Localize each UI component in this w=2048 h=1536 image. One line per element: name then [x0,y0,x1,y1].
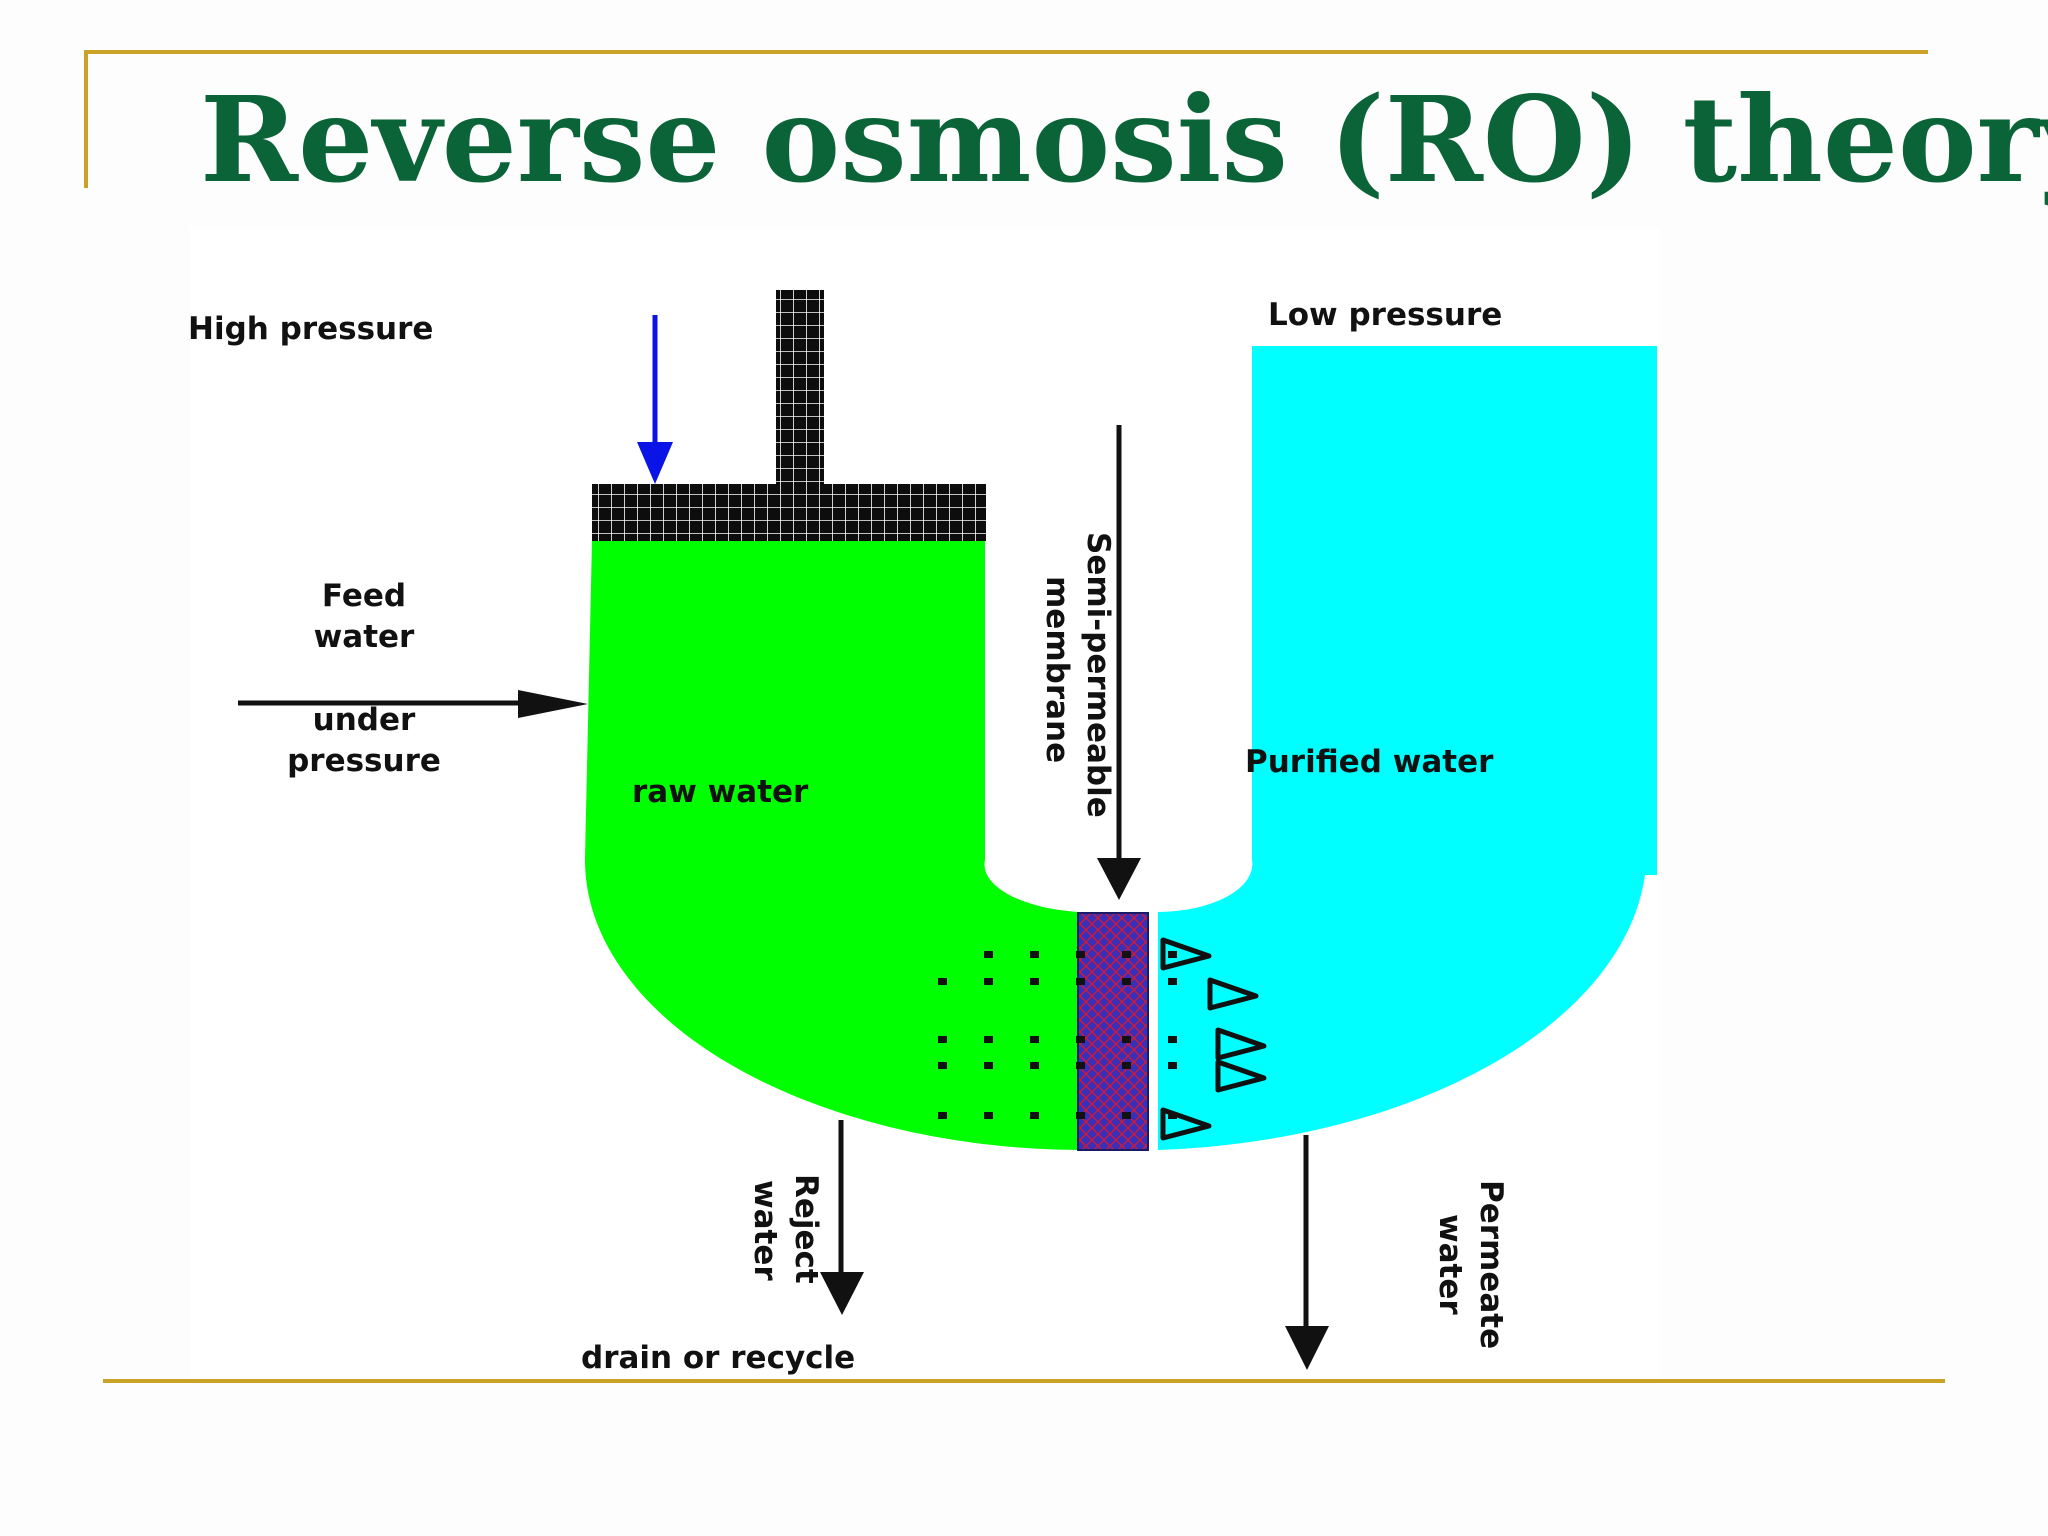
ion-dot [984,1062,993,1069]
reject-water-label-line2: water [747,1180,783,1281]
ion-dot [938,1112,947,1119]
drain-or-recycle-label: drain or recycle [581,1340,855,1376]
ion-dot [1122,1112,1131,1119]
ion-dot [984,978,993,985]
ion-dot [1076,1112,1085,1119]
membrane-label-line1: Semi-permeable [1080,532,1116,818]
ion-dot [984,1036,993,1043]
ion-dot [1076,978,1085,985]
water-molecule-triangle [1160,937,1212,971]
purified-water-region [1158,346,1657,1150]
ion-dot [1122,1062,1131,1069]
permeate-arrow-icon [1285,1135,1329,1370]
ion-dot [1030,1112,1039,1119]
ion-dot [1030,978,1039,985]
ion-dot [1168,978,1177,985]
slide-frame [84,50,1945,1383]
piston-plate [592,484,986,541]
low-pressure-label: Low pressure [1268,297,1502,333]
feed-water-label-line3: under [313,702,416,738]
slide-title: Reverse osmosis (RO) theory [200,70,2048,209]
ion-dot [938,978,947,985]
water-molecule-triangle [1207,977,1259,1011]
feed-arrow-icon [238,690,588,718]
feed-water-label-line4: pressure [287,743,441,779]
raw-water-region [584,540,1078,1150]
membrane-label-line2: membrane [1039,576,1075,763]
ion-dot [1168,1062,1177,1069]
reject-arrow-icon [820,1120,864,1315]
pressure-arrow-icon [637,315,673,484]
piston-rod [776,290,824,485]
water-molecule-triangle [1160,1107,1212,1141]
water-molecule-triangle [1215,1027,1267,1061]
ion-dot [938,1036,947,1043]
ion-dot [1030,951,1039,958]
ion-dot [1030,1036,1039,1043]
ion-dot [1076,1062,1085,1069]
water-molecule-triangles [1160,937,1267,1141]
ion-dot [1122,951,1131,958]
raw-water-label: raw water [632,774,809,810]
ion-dot [1168,1036,1177,1043]
reject-water-label-line1: Reject [788,1174,824,1284]
feed-water-label-line1: Feed [322,578,406,614]
ion-dot [1168,951,1177,958]
feed-water-label-line2: water [314,619,415,655]
semi-permeable-membrane [1077,912,1149,1151]
membrane-pointer-arrow-icon [1097,425,1141,900]
ion-dot [1122,978,1131,985]
ion-dot [1076,951,1085,958]
ion-dot [984,1112,993,1119]
water-molecule-triangle [1215,1059,1267,1093]
ion-dot [1076,1036,1085,1043]
permeate-water-label-line1: Permeate [1473,1180,1509,1349]
ion-dot [1030,1062,1039,1069]
permeate-water-label-line2: water [1432,1214,1468,1315]
purified-water-label: Purified water [1245,744,1494,780]
ion-dot [1122,1036,1131,1043]
high-pressure-label: High pressure [188,311,433,347]
ion-dot [938,1062,947,1069]
ion-dot [984,951,993,958]
